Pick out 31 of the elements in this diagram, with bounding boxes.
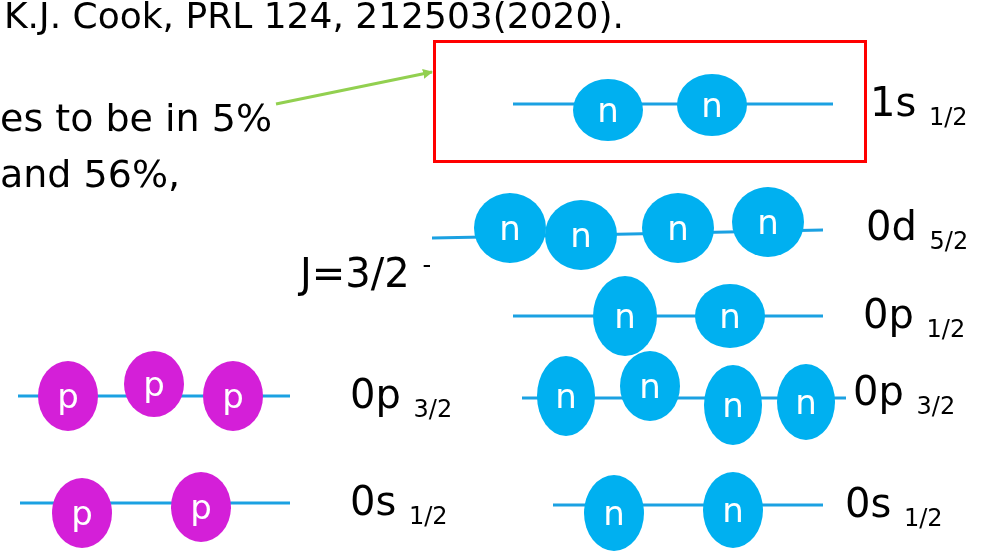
neutron-circle: n	[704, 365, 762, 445]
neutron-circle: n	[695, 284, 765, 348]
level-label: 0s $_{1/2}$	[845, 483, 943, 530]
level-label: 0p $_{1/2}$	[863, 294, 966, 341]
text-paragraph: es to be in 5% and 56%,	[0, 90, 275, 202]
neutron-circle: n	[593, 276, 657, 356]
proton-circle: p	[203, 361, 263, 431]
proton-circle: p	[52, 478, 112, 548]
level-label: 0p $_{3/2}$	[350, 374, 453, 421]
proton-circle: p	[171, 472, 231, 542]
neutron-circle: n	[537, 356, 595, 436]
level-label: 0p $_{3/2}$	[853, 371, 956, 418]
neutron-circle: n	[474, 193, 546, 263]
proton-circle: p	[124, 351, 184, 417]
neutron-circle: n	[777, 364, 835, 440]
neutron-circle: n	[642, 193, 714, 263]
neutron-circle: n	[620, 351, 680, 421]
neutron-circle: n	[677, 74, 747, 136]
level-label: 1s $_{1/2}$	[870, 82, 968, 129]
neutron-circle: n	[545, 200, 617, 270]
spin-label: J=3/2 $^{-}$	[300, 253, 432, 294]
citation-text: K.J. Cook, PRL 124, 212503(2020).	[4, 0, 624, 34]
neutron-circle: n	[573, 79, 643, 141]
arrow	[275, 68, 433, 106]
level-label: 0s $_{1/2}$	[350, 481, 448, 528]
highlight-frame	[433, 40, 867, 163]
proton-circle: p	[38, 361, 98, 431]
level-label: 0d $_{5/2}$	[866, 206, 969, 253]
neutron-circle: n	[703, 472, 763, 548]
neutron-circle: n	[732, 187, 804, 257]
neutron-circle: n	[584, 475, 644, 551]
